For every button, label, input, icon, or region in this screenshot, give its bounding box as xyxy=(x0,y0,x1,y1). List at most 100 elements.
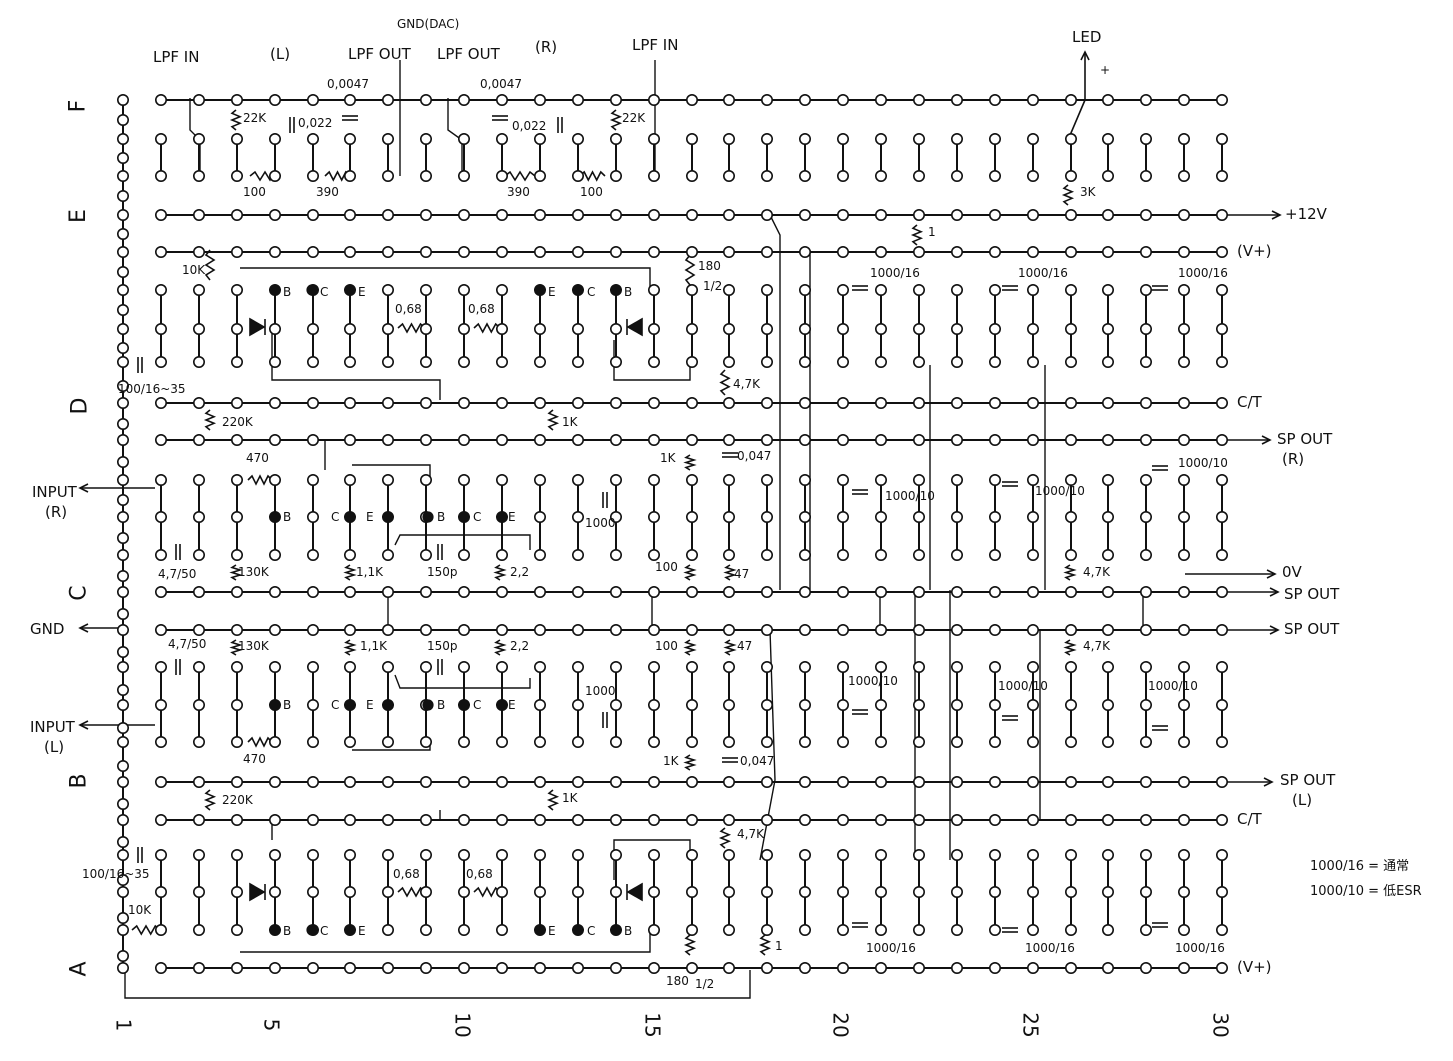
pad xyxy=(950,170,963,183)
pad xyxy=(647,283,660,296)
pad xyxy=(988,355,1001,368)
led-label: LED xyxy=(1072,28,1102,46)
pad xyxy=(609,735,622,748)
pad xyxy=(874,848,887,861)
pad xyxy=(912,548,925,561)
c0022-right-label: 0,022 xyxy=(512,119,547,133)
arrow-head xyxy=(1266,569,1277,579)
pad xyxy=(609,698,622,711)
pad xyxy=(419,923,432,936)
pad xyxy=(760,885,773,898)
pin-e-label: E xyxy=(366,698,374,712)
pad xyxy=(1027,885,1040,898)
pad xyxy=(155,848,168,861)
pad xyxy=(609,775,622,788)
pad xyxy=(571,94,584,107)
pad xyxy=(193,585,206,598)
pad xyxy=(912,660,925,673)
pad xyxy=(912,510,925,523)
pad xyxy=(419,473,432,486)
resistor xyxy=(203,409,217,431)
pad xyxy=(1216,94,1229,107)
pad xyxy=(1065,209,1078,222)
row-label-f: F xyxy=(65,99,91,113)
pad xyxy=(419,355,432,368)
pad xyxy=(1178,170,1191,183)
pad xyxy=(1216,473,1229,486)
pin-b-label: B xyxy=(624,924,633,938)
pad xyxy=(155,473,168,486)
pad xyxy=(836,775,849,788)
pad xyxy=(609,885,622,898)
pad xyxy=(343,246,356,259)
pad xyxy=(1178,585,1191,598)
pad xyxy=(117,355,130,368)
pin-c-label: C xyxy=(320,924,329,938)
pad xyxy=(117,246,130,259)
pad xyxy=(533,510,546,523)
pad xyxy=(685,660,698,673)
pad xyxy=(647,246,660,259)
pad xyxy=(571,322,584,335)
pad xyxy=(419,322,432,335)
pad xyxy=(268,660,281,673)
pad xyxy=(231,355,244,368)
pad xyxy=(1216,322,1229,335)
pad xyxy=(685,322,698,335)
spout-r-channel-label: (R) xyxy=(1282,450,1305,468)
pad xyxy=(1178,813,1191,826)
cap1000-16-c-label: 1000/16 xyxy=(1178,266,1228,280)
pad xyxy=(533,848,546,861)
pad xyxy=(988,735,1001,748)
pad xyxy=(419,433,432,446)
pin-e-label: E xyxy=(358,924,366,938)
pad xyxy=(231,322,244,335)
pad xyxy=(533,133,546,146)
pad xyxy=(419,623,432,636)
pad xyxy=(231,246,244,259)
pad xyxy=(798,585,811,598)
pad xyxy=(1178,510,1191,523)
pad xyxy=(722,848,735,861)
cap1000-16-a-label: 1000/16 xyxy=(870,266,920,280)
pad xyxy=(1102,735,1115,748)
cap1000-top-label: 1000 xyxy=(585,516,616,530)
r47-top-label: 47 xyxy=(734,567,750,581)
pad xyxy=(1216,396,1229,409)
pad xyxy=(760,246,773,259)
pad xyxy=(836,283,849,296)
pad xyxy=(268,355,281,368)
pad xyxy=(117,848,130,861)
pad xyxy=(760,813,773,826)
pad xyxy=(533,961,546,974)
pad xyxy=(343,133,356,146)
pad xyxy=(1027,133,1040,146)
pad xyxy=(381,283,394,296)
pad xyxy=(760,848,773,861)
cap1000-10-b-label: 1000/10 xyxy=(1035,484,1085,498)
pad xyxy=(1065,133,1078,146)
pad xyxy=(1140,961,1153,974)
pad xyxy=(117,455,130,468)
pin-c-label: C xyxy=(331,698,340,712)
pad xyxy=(117,923,130,936)
pad xyxy=(988,283,1001,296)
r47k-mid-bottom-label: 4,7K xyxy=(1083,639,1110,653)
pad xyxy=(268,133,281,146)
pad xyxy=(495,246,508,259)
pad xyxy=(760,473,773,486)
pad xyxy=(193,473,206,486)
pad xyxy=(647,735,660,748)
pad xyxy=(1065,510,1078,523)
resistor xyxy=(493,564,507,581)
pad xyxy=(533,322,546,335)
pad xyxy=(1178,94,1191,107)
pad xyxy=(609,623,622,636)
pad xyxy=(609,585,622,598)
pad xyxy=(798,246,811,259)
pad xyxy=(874,961,887,974)
pad xyxy=(1102,923,1115,936)
pad xyxy=(912,961,925,974)
pad xyxy=(419,848,432,861)
pad xyxy=(155,813,168,826)
